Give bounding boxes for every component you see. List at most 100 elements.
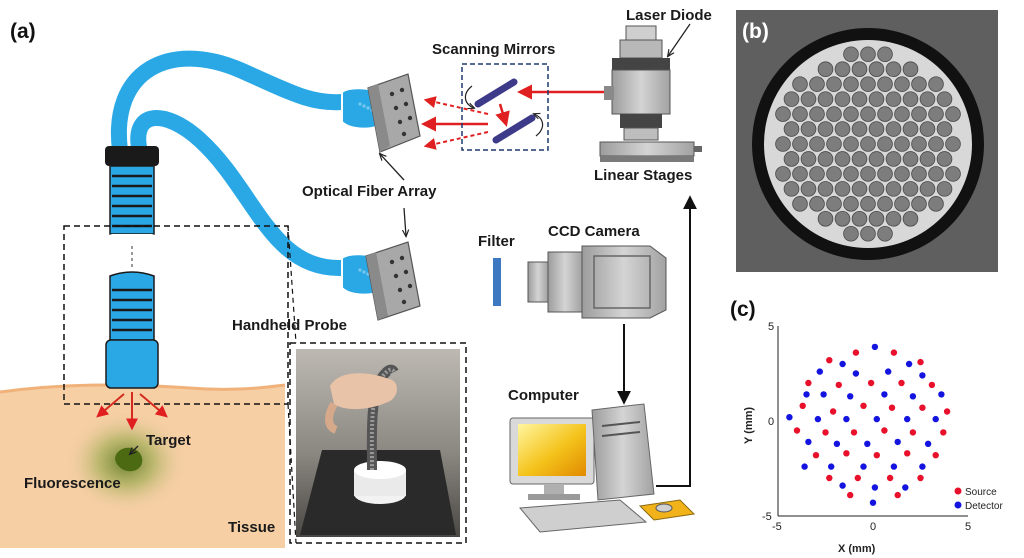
fiber-core [928,136,944,152]
fiber-core [809,76,825,92]
detector-point [919,372,926,379]
fiber-core [775,136,791,152]
fiber-core [936,121,953,137]
source-point [854,474,861,482]
fiber-core [860,166,876,182]
fiber-core [936,151,953,167]
detector-point [871,484,879,491]
fiber-core [885,211,902,227]
source-point [894,491,901,499]
fiber-core [826,136,842,152]
fiber-core [868,151,885,167]
source-point [909,429,917,436]
source-point [852,349,860,356]
fiber-core [851,181,868,197]
detector-point [932,415,939,423]
fiber-core [885,151,902,167]
source-point [867,379,875,387]
fiber-core [826,76,842,92]
panel-c-label: (c) [730,298,756,321]
fiber-core [800,151,817,167]
detector-point [839,482,846,489]
source-point [881,427,888,434]
fiber-core [775,166,791,182]
fiber-core [902,91,919,107]
fiber-core [792,76,808,92]
computer-label: Computer [508,387,579,404]
fiber-core [877,136,893,152]
source-point [860,402,867,409]
fiber-core [945,166,961,182]
fiber-core [894,106,910,122]
fluorescence-label: Fluorescence [24,475,121,492]
probe-zoom-box [63,225,289,405]
fiber-core [834,181,851,197]
detector-point [852,370,860,377]
fiber-core [800,121,817,137]
ccd-camera-label: CCD Camera [548,223,640,240]
fiber-core [834,61,851,77]
fiber-core [826,196,842,212]
detector-point [873,415,880,423]
source-point [888,404,896,411]
y-tick-label: 0 [768,416,774,428]
fiber-core [945,136,961,152]
fiber-core [928,76,944,92]
fiber-core [792,136,808,152]
fiber-core [868,61,885,77]
fiber-core [783,91,800,107]
fiber-core [783,121,800,137]
source-point [843,450,850,457]
fiber-core [928,196,944,212]
fiber-core [877,225,893,242]
detector-point [869,499,877,506]
source-point [835,381,842,389]
fiber-core [868,211,885,227]
fiber-core [894,196,910,212]
fiber-core [817,211,834,227]
source-point [829,408,837,415]
detector-point [909,393,917,400]
scanning-mirrors [461,63,549,151]
source-point [799,402,806,409]
source-point [812,452,820,459]
fiber-core [860,46,876,63]
fiber-core [885,181,902,197]
y-tick-label: -5 [762,511,772,523]
fiber-core [809,196,825,212]
source-point [917,358,924,366]
fiber-core [860,225,876,242]
x-tick-label: -5 [772,521,782,533]
legend-detector: Detector [965,501,1003,512]
handheld-probe-label: Handheld Probe [232,317,347,334]
detector-point [885,368,892,375]
detector-point [803,391,810,398]
fiber-core [860,136,876,152]
fiber-core [911,166,927,182]
fiber-core [919,181,936,197]
fiber-core [843,166,859,182]
fiber-core [843,46,859,63]
detector-point [786,414,793,421]
fiber-core [800,91,817,107]
fiber-core [800,181,817,197]
detector-point [860,463,867,470]
fiber-core [928,166,944,182]
detector-point [902,484,909,491]
fiber-core [775,106,791,122]
filter-label: Filter [478,233,515,250]
fiber-core [851,211,868,227]
fiber-core [877,196,893,212]
fiber-core [902,181,919,197]
fiber-core [894,136,910,152]
detector-point [839,360,846,368]
fiber-core [843,136,859,152]
source-point [886,474,894,482]
fiber-core [826,106,842,122]
detector-point [847,393,854,400]
source-point [847,491,854,499]
fiber-core [792,106,808,122]
fiber-core [902,61,919,77]
